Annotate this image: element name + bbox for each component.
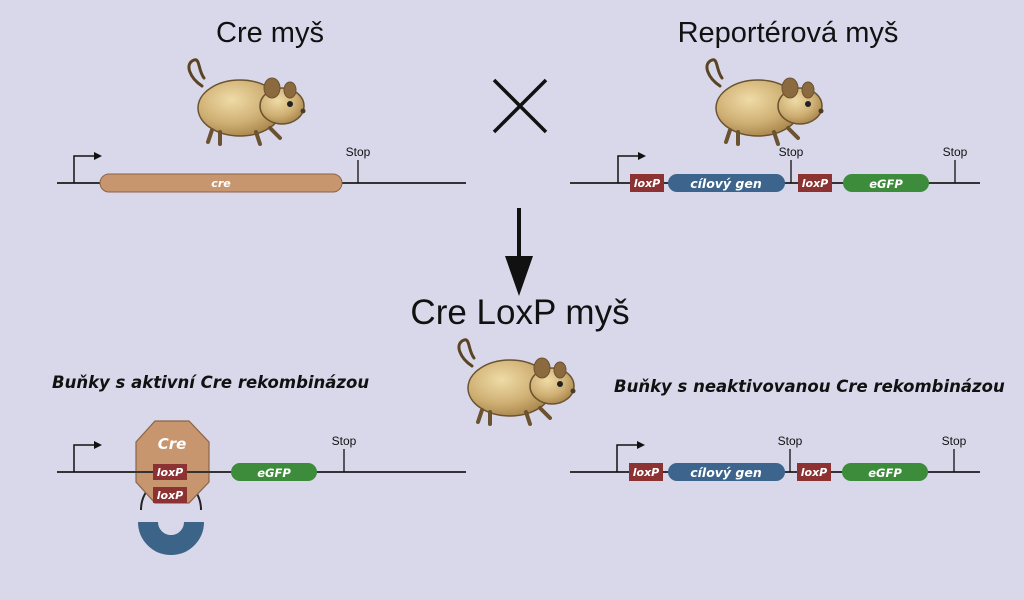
loxp-label: loxP (634, 177, 661, 190)
cre-enzyme (135, 420, 210, 504)
title-reporter-mouse: Reportérová myš (678, 17, 899, 49)
cre-gene-box (99, 173, 343, 193)
stop-label: Stop (332, 434, 357, 448)
title-cre-loxp-mouse: Cre LoxP myš (410, 293, 629, 332)
egfp-box (231, 463, 317, 481)
title-cre-mouse: Cre myš (216, 17, 324, 49)
cre-construct: cre Stop (57, 145, 466, 193)
caption-inactive-cre: Buňky s neaktivovanou Cre rekombinázou (614, 377, 1005, 396)
stop-label: Stop (346, 145, 371, 159)
loxp-box (798, 174, 832, 192)
target-gene-box (668, 174, 785, 192)
loxp-box (153, 487, 187, 503)
reporter-construct: loxP cílový gen Stop loxP eGFP Stop (570, 145, 980, 192)
egfp-label: eGFP (869, 177, 903, 191)
egfp-label: eGFP (257, 466, 291, 480)
cre-loxp-mouse-illustration (456, 337, 578, 426)
down-arrow-icon (505, 208, 533, 296)
loxp-label: loxP (801, 466, 828, 479)
cre-mouse-illustration (186, 57, 308, 146)
stop-label: Stop (779, 145, 804, 159)
egfp-box (843, 174, 929, 192)
loxp-label: loxP (802, 177, 829, 190)
loxp-label: loxP (633, 466, 660, 479)
egfp-label: eGFP (868, 466, 902, 480)
recombined-construct: Cre loxP loxP eGFP Stop (57, 420, 466, 555)
target-gene-label: cílový gen (690, 465, 762, 480)
reporter-mouse-illustration (704, 57, 826, 146)
cross-symbol (492, 78, 548, 134)
loxp-label: loxP (157, 489, 184, 502)
excised-loop (138, 521, 204, 555)
loxp-box (153, 464, 187, 480)
stop-label: Stop (942, 434, 967, 448)
cre-gene-label: cre (211, 177, 231, 190)
egfp-box (842, 463, 928, 481)
stop-label: Stop (943, 145, 968, 159)
non-recombined-construct: loxP cílový gen Stop loxP eGFP Stop (570, 434, 980, 481)
loxp-box (797, 463, 831, 481)
promoter-arrow-icon (73, 441, 102, 472)
promoter-arrow-icon (617, 152, 646, 183)
loxp-box (629, 463, 663, 481)
promoter-arrow-icon (616, 441, 645, 472)
caption-active-cre: Buňky s aktivní Cre rekombinázou (52, 373, 369, 392)
cre-enzyme-label: Cre (158, 435, 187, 453)
promoter-arrow-icon (73, 152, 102, 183)
loxp-box (630, 174, 664, 192)
stop-label: Stop (778, 434, 803, 448)
target-gene-label: cílový gen (690, 176, 762, 191)
loxp-label: loxP (157, 466, 184, 479)
target-gene-box (668, 463, 785, 481)
